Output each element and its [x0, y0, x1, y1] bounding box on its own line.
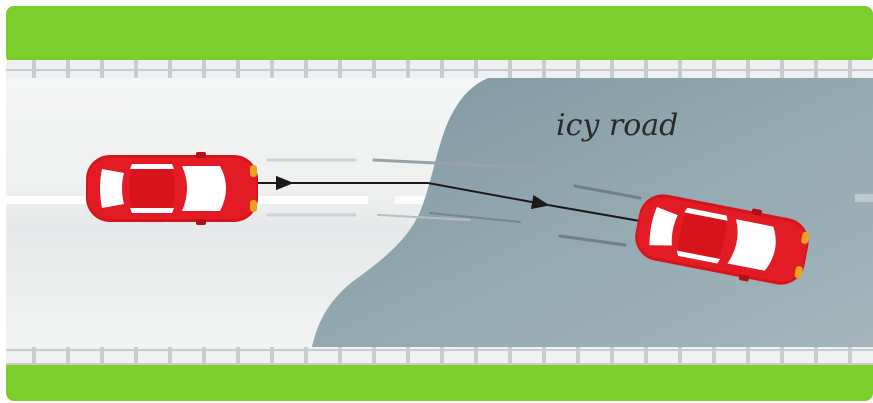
- grass-top: [6, 6, 873, 64]
- curb-bottom: [6, 347, 873, 365]
- lane-marking-ice: [855, 194, 873, 202]
- icy-road-label: icy road: [556, 108, 678, 143]
- car-dry-road: [86, 152, 258, 225]
- curb-top: [6, 60, 873, 78]
- lane-marking-left: [6, 196, 86, 204]
- lane-marking-mid: [258, 196, 368, 204]
